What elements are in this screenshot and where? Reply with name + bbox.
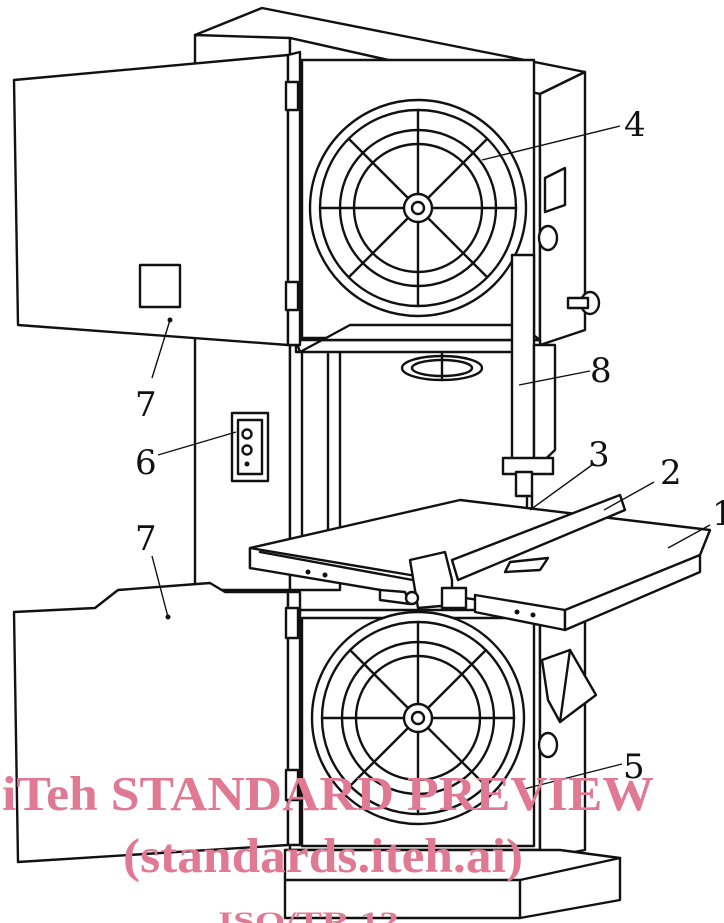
rip-fence bbox=[378, 493, 627, 610]
lower-wheel bbox=[310, 610, 526, 826]
callout-2: 2 bbox=[660, 453, 682, 493]
watermark-line-2: (standards.iteh.ai) bbox=[123, 828, 523, 883]
watermark-line-3: ISO/TR 12... bbox=[218, 907, 428, 923]
callout-8: 8 bbox=[590, 351, 612, 391]
callout-5: 5 bbox=[623, 747, 645, 787]
upper-wheel bbox=[308, 98, 528, 318]
callout-7-lower: 7 bbox=[135, 519, 157, 559]
lower-door bbox=[12, 581, 302, 864]
callout-3: 3 bbox=[588, 435, 610, 475]
tension-handwheel bbox=[400, 350, 484, 382]
watermark: iTeh STANDARD PREVIEW (standards.iteh.ai… bbox=[2, 766, 654, 923]
control-box bbox=[230, 411, 270, 483]
upper-door bbox=[12, 50, 302, 347]
callout-7-upper: 7 bbox=[135, 385, 157, 425]
callout-4: 4 bbox=[624, 105, 646, 145]
callout-1: 1 bbox=[712, 494, 724, 534]
side-fittings bbox=[537, 166, 601, 759]
callout-labels: 1 2 3 4 5 6 7 7 8 bbox=[135, 105, 724, 787]
leader-lines bbox=[151, 125, 711, 791]
callout-6: 6 bbox=[135, 443, 157, 483]
watermark-line-1: iTeh STANDARD PREVIEW bbox=[2, 766, 654, 821]
